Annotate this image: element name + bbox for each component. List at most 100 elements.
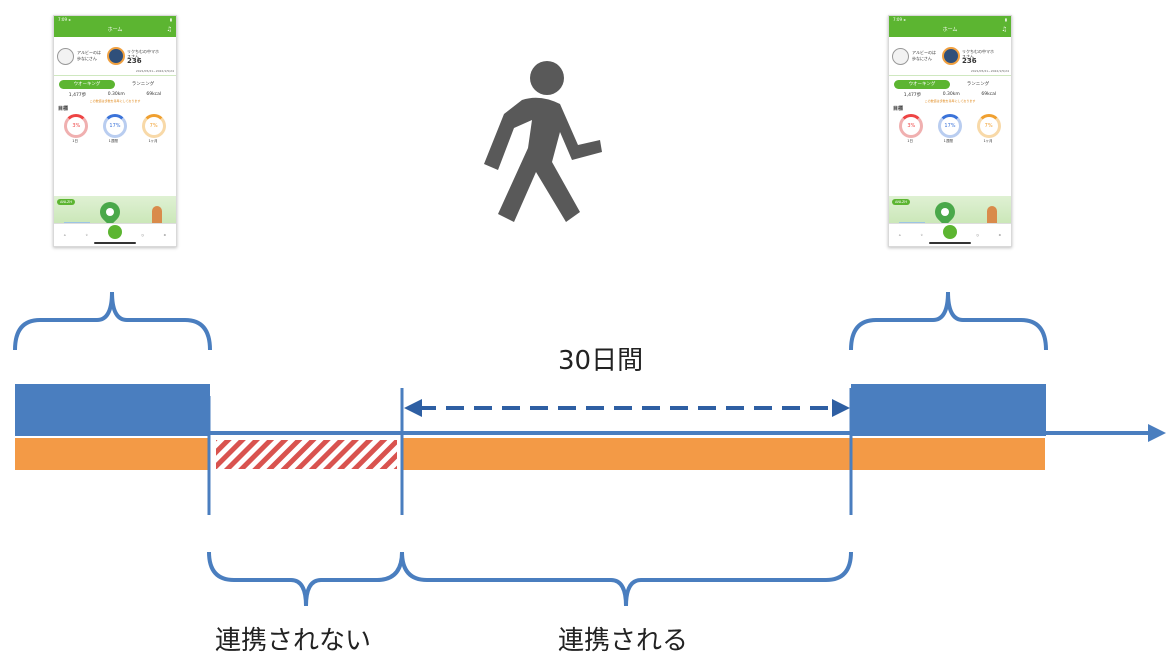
blue-block-right: [851, 384, 1046, 436]
trophy-icon: ♕: [920, 233, 924, 237]
medal-icon: [106, 47, 125, 65]
ring-day-label: 1日: [72, 139, 79, 143]
rank-info: リクちむの中マホ スさん 236: [126, 48, 159, 65]
bell-icon: ♫: [166, 26, 172, 33]
phone-screenshot-right: 7:09 ◂ ▮ ホーム ♫ アルビーのは 歩なにさん リクちむの中マホ スさん…: [888, 15, 1012, 247]
ring-month-label: 1ヶ月: [983, 139, 993, 143]
label-not-linked: 連携されない: [215, 626, 372, 656]
history-icon: ◷: [976, 233, 979, 237]
phone-screenshot-left: 7:09 ◂ ▮ ホーム ♫ アルビーのは 歩なにさん リクちむの中マホ スさん…: [53, 15, 177, 247]
stat-note: この数値は歩数を基準にしております: [89, 99, 141, 103]
trophy-icon: ♕: [85, 233, 89, 237]
hatched-gap-band: [216, 440, 397, 469]
stat-steps: 1,477歩: [68, 93, 87, 98]
ring-month-label: 1ヶ月: [148, 139, 158, 143]
label-30-days: 30日間: [558, 346, 644, 376]
goal-ring-week: 17%: [102, 114, 127, 138]
user-name-line1: アルビーのは: [912, 50, 936, 55]
user-name: アルビーのは 歩なにさん: [77, 50, 101, 62]
medal-icon: [941, 47, 960, 65]
orange-band-left: [15, 438, 210, 470]
user-name-line2: 歩なにさん: [77, 56, 97, 61]
goal-ring-month: 7%: [141, 114, 166, 138]
goal-ring-week: 17%: [937, 114, 962, 138]
goal-label: 目標: [58, 106, 69, 112]
goal-ring-day: 3%: [899, 114, 924, 138]
banner-tag: ANLZH: [892, 199, 910, 205]
rank-score: 236: [961, 56, 977, 65]
goal-ring-day: 3%: [64, 114, 89, 138]
phone-bottom-nav: ⌂ ♕ ◷ ⚙: [889, 223, 1011, 246]
ring-month-value: 7%: [149, 123, 158, 129]
phone-tabs: ウオーキング ランニング: [894, 80, 1006, 89]
phone-header: ホーム ♫: [54, 23, 176, 37]
tab-running: ランニング: [131, 82, 155, 87]
tab-walking: ウオーキング: [894, 80, 950, 89]
top-brace-right: [849, 291, 1048, 351]
home-icon: ⌂: [898, 233, 901, 237]
phone-status-bar: 7:09 ◂ ▮: [54, 16, 176, 23]
stat-distance: 0.30km: [942, 92, 960, 97]
ring-week-label: 1週間: [108, 139, 118, 143]
battery-icon: ▮: [169, 17, 172, 22]
bottom-brace-not-linked: [207, 551, 404, 607]
phone-header: ホーム ♫: [889, 23, 1011, 37]
goal-ring-month: 7%: [976, 114, 1001, 138]
date-range: 2021/05/21~2022/1/5/24: [970, 69, 1009, 73]
stat-steps: 1,477歩: [903, 93, 922, 98]
settings-icon: ⚙: [163, 233, 167, 237]
stat-distance: 0.30km: [107, 92, 125, 97]
rank-line2: スさん: [961, 53, 974, 59]
goal-ring-labels: 1日 1週間 1ヶ月: [889, 138, 1011, 145]
user-name: アルビーのは 歩なにさん: [912, 50, 936, 62]
ring-day-value: 3%: [907, 123, 916, 129]
orange-band-right: [402, 438, 1045, 470]
phone-tabs: ウオーキング ランニング: [59, 80, 171, 89]
status-time: 7:09 ◂: [893, 17, 906, 22]
walk-start-icon: [942, 225, 957, 239]
user-name-line2: 歩なにさん: [912, 56, 932, 61]
stat-kcal: 69kcal: [981, 92, 997, 97]
goal-ring-labels: 1日 1週間 1ヶ月: [54, 138, 176, 145]
ring-week-label: 1週間: [943, 139, 953, 143]
rank-line1: リクちむの中マホ: [126, 48, 159, 54]
label-linked: 連携される: [558, 626, 689, 656]
phone-profile: アルビーのは 歩なにさん リクちむの中マホ スさん 236 2021/05/21…: [54, 37, 176, 76]
history-icon: ◷: [141, 233, 144, 237]
battery-icon: ▮: [1004, 17, 1007, 22]
home-indicator: [94, 242, 136, 244]
ring-day-value: 3%: [72, 123, 81, 129]
person-illustration: [152, 206, 162, 232]
ring-week-value: 17%: [944, 123, 956, 129]
walk-start-icon: [107, 225, 122, 239]
home-indicator: [929, 242, 971, 244]
bell-icon: ♫: [1001, 26, 1007, 33]
status-time: 7:09 ◂: [58, 17, 71, 22]
rank-score: 236: [126, 56, 142, 65]
bottom-brace-linked: [400, 551, 853, 607]
phone-stats: 1,477歩 0.30km 69kcal: [54, 91, 176, 99]
ring-month-value: 7%: [984, 123, 993, 129]
person-illustration: [987, 206, 997, 232]
rank-line2: スさん: [126, 53, 139, 59]
user-name-line1: アルビーのは: [77, 50, 101, 55]
top-brace-left: [13, 291, 212, 351]
rank-info: リクちむの中マホ スさん 236: [961, 48, 994, 65]
blue-block-left: [15, 384, 210, 436]
tab-running: ランニング: [966, 82, 990, 87]
home-icon: ⌂: [63, 233, 66, 237]
stat-kcal: 69kcal: [146, 92, 162, 97]
settings-icon: ⚙: [998, 233, 1002, 237]
phone-header-title: ホーム: [107, 27, 123, 33]
right-arrow-icon: [15, 424, 1166, 442]
avatar: [892, 47, 909, 65]
ring-day-label: 1日: [907, 139, 914, 143]
rank-line1: リクちむの中マホ: [961, 48, 994, 54]
banner-tag: ANLZH: [57, 199, 75, 205]
avatar: [57, 47, 74, 65]
date-range: 2021/05/21~2022/1/5/24: [135, 69, 174, 73]
goal-rings: 3% 17% 7%: [889, 114, 1011, 138]
stat-note: この数値は歩数を基準にしております: [924, 99, 976, 103]
ring-week-value: 17%: [109, 123, 121, 129]
